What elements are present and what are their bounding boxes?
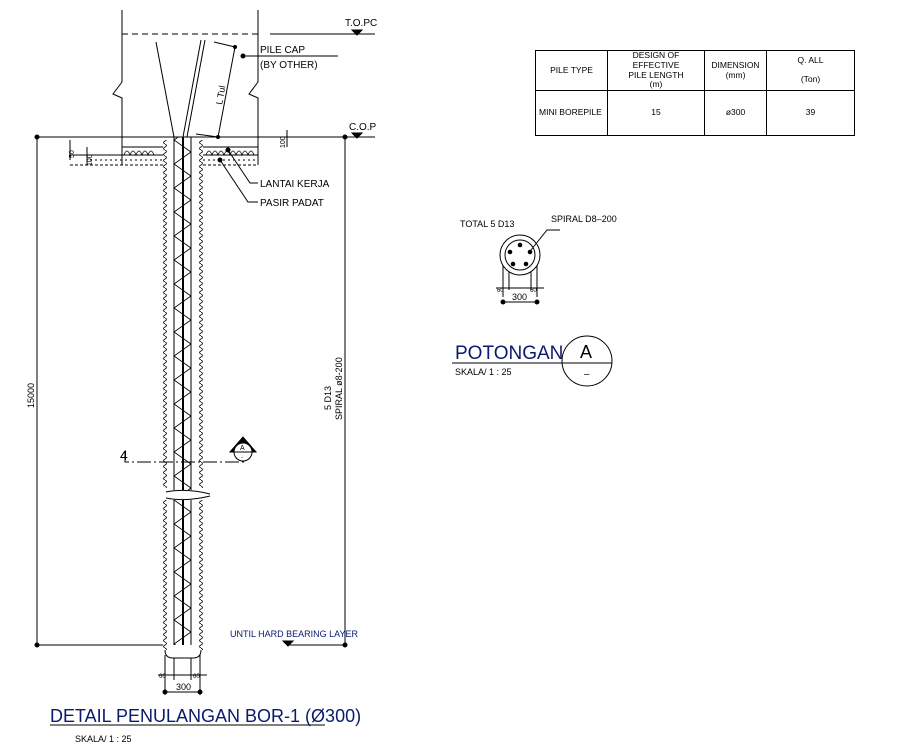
section-scale: SKALA/ 1 : 25 (455, 367, 512, 377)
topc-label: T.O.PC (345, 18, 377, 29)
header-text: (Ton) (800, 74, 821, 85)
dim-50: 50 (69, 150, 76, 158)
bore-pile-body (162, 137, 211, 659)
dim-100-a: 100 (87, 154, 94, 166)
bearing-layer-note: UNTIL HARD BEARING LAYER (230, 629, 359, 639)
header-text: Q. ALL (797, 54, 824, 65)
table-row: MINI BOREPILE 15 ø300 39 (535, 90, 855, 137)
section-cover-right: 60 (530, 288, 537, 294)
cover-dim-left: 60 (159, 674, 166, 680)
rebar-spiral-label: SPIRAL ø8-200 (334, 357, 344, 420)
section-spiral-label: SPIRAL D8–200 (551, 214, 617, 224)
section-marker-letter: A (240, 445, 245, 452)
section-diameter-dim: 300 (512, 292, 527, 302)
cut-line-label: 4 (120, 447, 128, 463)
section-cover-left: 60 (497, 288, 504, 294)
anchor-length-label: L Tul (214, 85, 227, 106)
header-text: PILE LENGTH (628, 69, 684, 80)
cell-pile-length: 15 (607, 90, 705, 137)
header-text: (mm) (725, 69, 746, 80)
header-text: DESIGN OF EFFECTIVE (632, 50, 680, 70)
detail-scale: SKALA/ 1 : 25 (75, 734, 132, 744)
header-pile-type: PILE TYPE (535, 49, 608, 92)
cell-q-all: 39 (766, 90, 855, 137)
cell-pile-type: MINI BOREPILE (535, 90, 608, 137)
dim-100-b: 100 (280, 136, 287, 148)
pile-cap-outline (112, 10, 375, 165)
header-text: DIMENSION (711, 59, 760, 70)
section-a-drawing (452, 229, 613, 387)
cell-dimension: ø300 (704, 90, 767, 137)
header-q-all: Q. ALL (Ton) (766, 49, 855, 92)
cop-label: C.O.P (349, 122, 377, 133)
section-title: POTONGAN (455, 343, 563, 364)
header-text: (m) (649, 79, 663, 90)
header-dimension: DIMENSION(mm) (704, 49, 767, 92)
section-marker-sheet: - (241, 455, 243, 461)
pile-cap-note: (BY OTHER) (260, 60, 318, 71)
rebar-main-label: 5 D13 (323, 386, 333, 410)
section-marker-letter-large: A (580, 342, 592, 362)
header-text: PILE TYPE (550, 64, 593, 75)
length-dimension: 15000 (26, 383, 36, 408)
detail-title: DETAIL PENULANGAN BOR-1 (Ø300) (50, 706, 361, 726)
pile-diameter-dim: 300 (176, 682, 191, 692)
pasir-padat-label: PASIR PADAT (260, 198, 324, 209)
section-callout-marker (228, 436, 258, 462)
section-main-bars-label: TOTAL 5 D13 (460, 219, 514, 229)
section-marker-sheet-large: – (584, 369, 590, 380)
cover-dim-right: 60 (193, 674, 200, 680)
pile-cap-label: PILE CAP (260, 45, 305, 56)
lantai-kerja-label: LANTAI KERJA (260, 179, 330, 190)
lantai-kerja-layer (69, 130, 288, 166)
